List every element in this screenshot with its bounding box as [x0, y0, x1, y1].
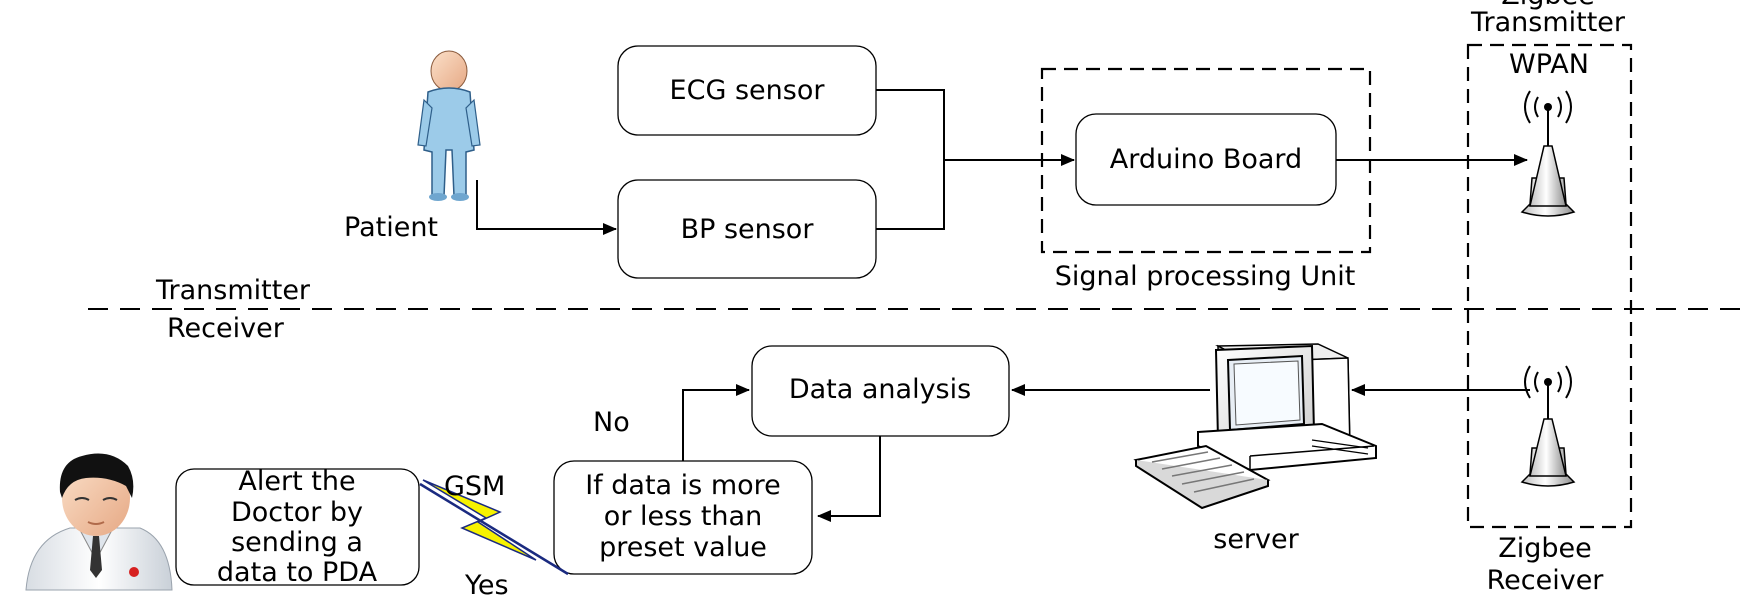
gsm-label: GSM	[444, 471, 505, 502]
transmitter-label: Transmitter	[155, 275, 311, 306]
no-label: No	[593, 407, 630, 438]
patient-figure-icon	[417, 50, 481, 201]
alert-doctor-box	[175, 468, 420, 586]
yes-label: Yes	[464, 570, 509, 601]
lightning-bolt-icon	[419, 479, 569, 576]
server-label: server	[1213, 524, 1299, 555]
patient-label: Patient	[344, 212, 438, 243]
alert-label-line2: Doctor by	[231, 497, 363, 528]
analysis-to-condition-connector	[817, 436, 881, 522]
antenna-tower-icon	[1520, 90, 1576, 217]
zigbee-receiver-label-top: Zigbee	[1498, 533, 1592, 564]
zigbee-enclosure	[1466, 43, 1633, 529]
antenna-tower-icon	[1520, 365, 1576, 487]
patient-to-bp-connector	[476, 180, 617, 235]
alert-label-line3: sending a	[231, 527, 363, 558]
ecg-to-merge-connector	[876, 89, 945, 230]
zigbee-receiver-label: Receiver	[1487, 565, 1605, 596]
alert-label-line4: data to PDA	[217, 557, 378, 588]
zigbee-transmitter-label-top: Zigbee	[1501, 0, 1595, 11]
condition-label-line2: or less than	[604, 501, 762, 532]
condition-label-line1: If data is more	[585, 470, 781, 501]
zigbee-transmitter-label: Transmitter	[1470, 7, 1626, 38]
alert-label-line1: Alert the	[238, 466, 355, 497]
receiver-label: Receiver	[167, 313, 285, 344]
arduino-board-label: Arduino Board	[1110, 144, 1302, 175]
condition-label-line3: preset value	[599, 532, 767, 563]
bp-sensor-label: BP sensor	[681, 214, 815, 245]
data-analysis-label: Data analysis	[789, 374, 971, 405]
signal-processing-label: Signal processing Unit	[1055, 261, 1356, 292]
computer-server-icon	[1133, 343, 1377, 510]
wpan-label: WPAN	[1509, 49, 1589, 80]
ecg-sensor-label: ECG sensor	[670, 75, 826, 106]
no-loop-connector	[682, 384, 750, 461]
doctor-avatar-icon	[25, 453, 173, 591]
